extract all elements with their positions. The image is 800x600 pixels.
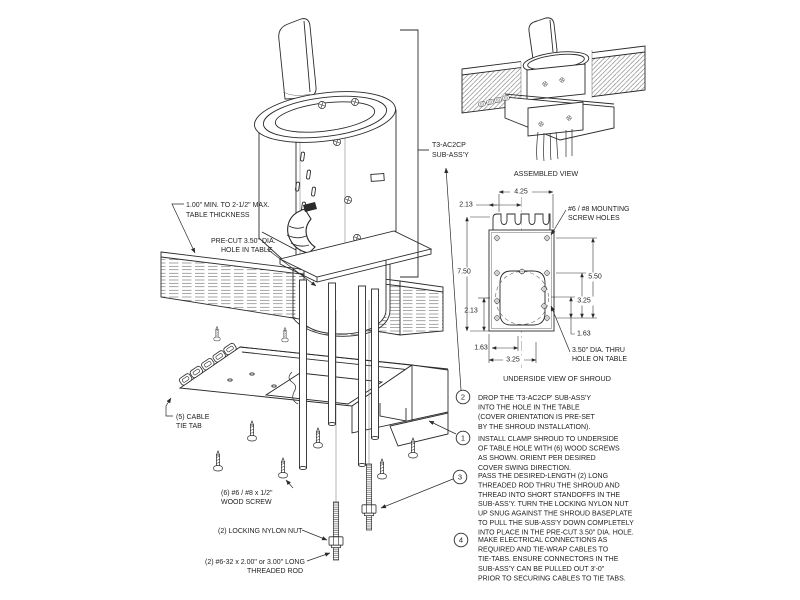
- instruction-line: COVER SWING DIRECTION.: [478, 465, 571, 472]
- phillips-screw-icon: [344, 196, 352, 204]
- thru-hole-text: HOLE ON TABLE: [572, 356, 627, 363]
- outlet-slot: [370, 173, 385, 182]
- instruction-line: UP SNUG AGAINST THE SHROUD BASEPLATE: [478, 511, 633, 518]
- wood-screw-label: (6) #6 / #8 x 1/2" WOOD SCREW: [221, 479, 294, 506]
- step-number: 1: [461, 434, 465, 443]
- dim-span: 5.50: [588, 274, 602, 281]
- instruction-line: TIE-TABS. ENSURE CONNECTORS IN THE: [478, 556, 619, 563]
- dim-bottom-offset: 2.13: [464, 308, 478, 315]
- elbow-connector: [303, 202, 317, 212]
- ground-wire: [288, 371, 299, 405]
- instruction-line: INTO THE HOLE IN THE TABLE: [478, 405, 580, 412]
- dimensions: 4.25 2.13 7.50 2.13 5.50 3.25 1.: [454, 187, 605, 365]
- conduit-elbow: [286, 202, 317, 254]
- shroud-outline: [488, 213, 555, 332]
- trim-ring-flange: [254, 91, 396, 143]
- locking-nut-label: (2) LOCKING NYLON NUT: [218, 528, 328, 541]
- instruction-line: THREAD INTO SHORT STANDOFFS IN THE: [478, 492, 620, 499]
- wood-screw-text: (6) #6 / #8 x 1/2": [221, 490, 273, 497]
- table-thickness-label: 1.00" MIN. TO 2-1/2" MAX. TABLE THICKNES…: [171, 202, 270, 254]
- leader-step1: [428, 420, 457, 435]
- instruction-item: 4 MAKE ELECTRICAL CONNECTIONS AS REQUIRE…: [453, 532, 626, 582]
- mounting-holes-label: #6 / #8 MOUNTING SCREW HOLES: [550, 206, 629, 236]
- instruction-item: 2 DROP THE 'T3-AC2CP' SUB-ASS'Y INTO THE…: [455, 389, 596, 431]
- instruction-line: PASS THE DESIRED-LENGTH (2) LONG: [478, 473, 608, 480]
- leader-step3: [380, 478, 454, 509]
- dim-hole-top: 3.25: [577, 298, 591, 305]
- phillips-screw-icon: [318, 101, 326, 109]
- instructions: 2 DROP THE 'T3-AC2CP' SUB-ASS'Y INTO THE…: [380, 167, 634, 582]
- thru-hole-text: 3.50" DIA. THRU: [572, 347, 625, 354]
- precut-text: HOLE IN TABLE: [221, 247, 273, 254]
- instruction-line: MAKE ELECTRICAL CONNECTIONS AS: [478, 537, 608, 544]
- underside-view-caption: UNDERSIDE VIEW OF SHROUD: [503, 374, 611, 383]
- instruction-line: REQUIRED AND TIE-WRAP CABLES TO: [478, 547, 609, 554]
- exploded-view: T3-AC2CP SUB-ASS'Y 1.00" MIN. TO 2-1/2" …: [160, 18, 469, 575]
- instruction-line: OF TABLE HOLE WITH (6) WOOD SCREWS: [478, 446, 620, 453]
- step-number: 4: [459, 536, 463, 545]
- clamp-shroud: [177, 341, 449, 447]
- instruction-line: AS SHOWN. ORIENT PER DESIRED: [478, 455, 596, 462]
- dim-top-offset: 2.13: [459, 202, 473, 209]
- underside-view: 4.25 2.13 7.50 2.13 5.50 3.25 1.: [454, 187, 629, 383]
- assembled-view: ASSEMBLED VIEW: [461, 17, 646, 178]
- instruction-line: THREADED ROD THRU THE SHROUD AND: [478, 482, 620, 489]
- precut-hole-label: PRE-CUT 3.50" DIA. HOLE IN TABLE: [211, 238, 317, 287]
- threaded-rod-text: (2) #6-32 x 2.00" or 3.00" LONG: [205, 559, 305, 566]
- instruction-line: PRIOR TO SECURING CABLES TO TIE TABS.: [478, 575, 626, 582]
- phillips-screw-icon: [351, 98, 359, 106]
- subassy-label: SUB-ASS'Y: [432, 152, 469, 159]
- subassy-bracket: T3-AC2CP SUB-ASS'Y: [400, 29, 469, 278]
- instruction-line: BY THE SHROUD INSTALLATION).: [478, 424, 590, 431]
- standoff-tubes: [299, 279, 379, 471]
- instruction-line: TO PULL THE SUB-ASS'Y DOWN COMPLETELY: [478, 520, 634, 527]
- mounting-holes-text: #6 / #8 MOUNTING: [568, 206, 629, 213]
- subassy-label: T3-AC2CP: [432, 142, 466, 149]
- shroud-cavity: [264, 372, 384, 405]
- thru-hole-dashed-circle: [495, 271, 549, 325]
- mounting-baseplate: [278, 230, 433, 283]
- leader-step2: [444, 167, 462, 391]
- assembled-unit: [478, 17, 615, 162]
- tie-tab-label: (5) CABLE TIE TAB: [165, 397, 210, 430]
- dim-width: 4.25: [514, 189, 528, 196]
- instruction-line: INSTALL CLAMP SHROUD TO UNDERSIDE: [478, 436, 619, 443]
- instruction-line: (COVER ORIENTATION IS PRE-SET: [478, 414, 596, 421]
- mounting-holes-text: SCREW HOLES: [568, 215, 620, 222]
- dim-bottom-left: 1.63: [474, 345, 488, 352]
- table-thickness-text: 1.00" MIN. TO 2-1/2" MAX.: [186, 202, 270, 209]
- threaded-rod-text: THREADED ROD: [247, 568, 303, 575]
- locking-nut-text: (2) LOCKING NYLON NUT: [218, 528, 303, 535]
- assembled-view-caption: ASSEMBLED VIEW: [514, 169, 579, 178]
- dim-hole-width: 3.25: [506, 357, 520, 364]
- step-number: 2: [461, 393, 465, 402]
- wood-screw-text: WOOD SCREW: [221, 499, 272, 506]
- precut-text: PRE-CUT 3.50" DIA.: [211, 238, 276, 245]
- panel-slots: [295, 151, 385, 212]
- dim-right-offset: 1.63: [577, 331, 591, 338]
- table-thickness-text: TABLE THICKNESS: [186, 212, 250, 219]
- instruction-item: 3 PASS THE DESIRED-LENGTH (2) LONG THREA…: [452, 469, 634, 536]
- instruction-line: SUB-ASS'Y CAN BE PULLED OUT 3'-0": [478, 566, 605, 573]
- instruction-line: SUB-ASS'Y. TURN THE LOCKING NYLON NUT: [478, 501, 629, 508]
- thru-hole-label: 3.50" DIA. THRU HOLE ON TABLE: [550, 305, 627, 363]
- tie-tab-text: TIE TAB: [176, 423, 202, 430]
- dim-height: 7.50: [457, 269, 471, 276]
- threaded-rod-label: (2) #6-32 x 2.00" or 3.00" LONG THREADED…: [205, 552, 331, 575]
- cable-comb: [492, 213, 551, 230]
- instruction-item: 1 INSTALL CLAMP SHROUD TO UNDERSIDE OF T…: [455, 430, 620, 472]
- instruction-line: DROP THE 'T3-AC2CP' SUB-ASS'Y: [478, 395, 591, 402]
- threaded-rods: [328, 463, 377, 561]
- step-number: 3: [458, 473, 462, 482]
- cover-lid: [278, 18, 317, 100]
- cables: [536, 129, 573, 162]
- instruction-line: INTO PLACE IN THE PRE-CUT 3.50" DIA. HOL…: [478, 529, 634, 536]
- tie-tab-text: (5) CABLE: [176, 414, 210, 421]
